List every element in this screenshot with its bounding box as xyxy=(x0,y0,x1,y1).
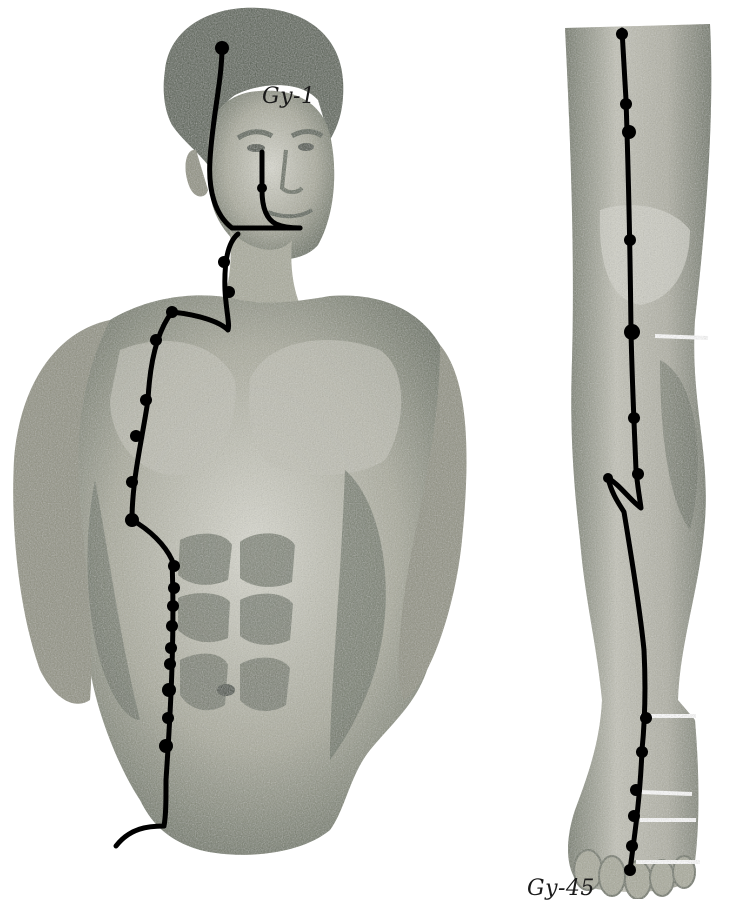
acupoint xyxy=(150,334,162,346)
acupoint xyxy=(632,468,644,480)
acupoint xyxy=(140,394,152,406)
acupoint xyxy=(166,620,178,632)
acupoint xyxy=(125,513,139,527)
acupoint xyxy=(622,125,636,139)
acupoint xyxy=(636,746,648,758)
point-label-gy-1: Gy-1 xyxy=(262,84,315,109)
acupoint xyxy=(162,712,174,724)
acupoint xyxy=(628,412,640,424)
acupoint xyxy=(630,784,642,796)
acupoint xyxy=(218,256,230,268)
pectoral-right xyxy=(249,340,401,475)
torso-figure xyxy=(13,8,466,855)
acupoint xyxy=(165,642,177,654)
acupoint xyxy=(223,286,235,298)
acupoint xyxy=(640,712,652,724)
acupoint xyxy=(603,473,613,483)
face xyxy=(208,91,334,260)
point-label-gy-45: Gy-45 xyxy=(527,876,595,901)
acupoint xyxy=(215,41,229,55)
acupoint xyxy=(168,582,180,594)
acupoint xyxy=(257,183,267,193)
acupoint xyxy=(620,98,632,110)
acupoint xyxy=(164,658,176,670)
acupoint xyxy=(126,476,138,488)
acupoint xyxy=(130,430,142,442)
acupoint xyxy=(167,600,179,612)
leg-figure xyxy=(565,24,711,899)
acupoint xyxy=(616,28,628,40)
acupoint xyxy=(628,810,640,822)
acupoint xyxy=(624,864,636,876)
acupoint xyxy=(624,234,636,246)
acupoint xyxy=(159,739,173,753)
acupoint xyxy=(166,306,178,318)
acupoint xyxy=(624,324,640,340)
navel xyxy=(217,684,235,696)
acupoint xyxy=(626,840,638,852)
eye-right xyxy=(298,143,314,151)
acupoint xyxy=(168,560,180,572)
acupoint xyxy=(162,683,176,697)
